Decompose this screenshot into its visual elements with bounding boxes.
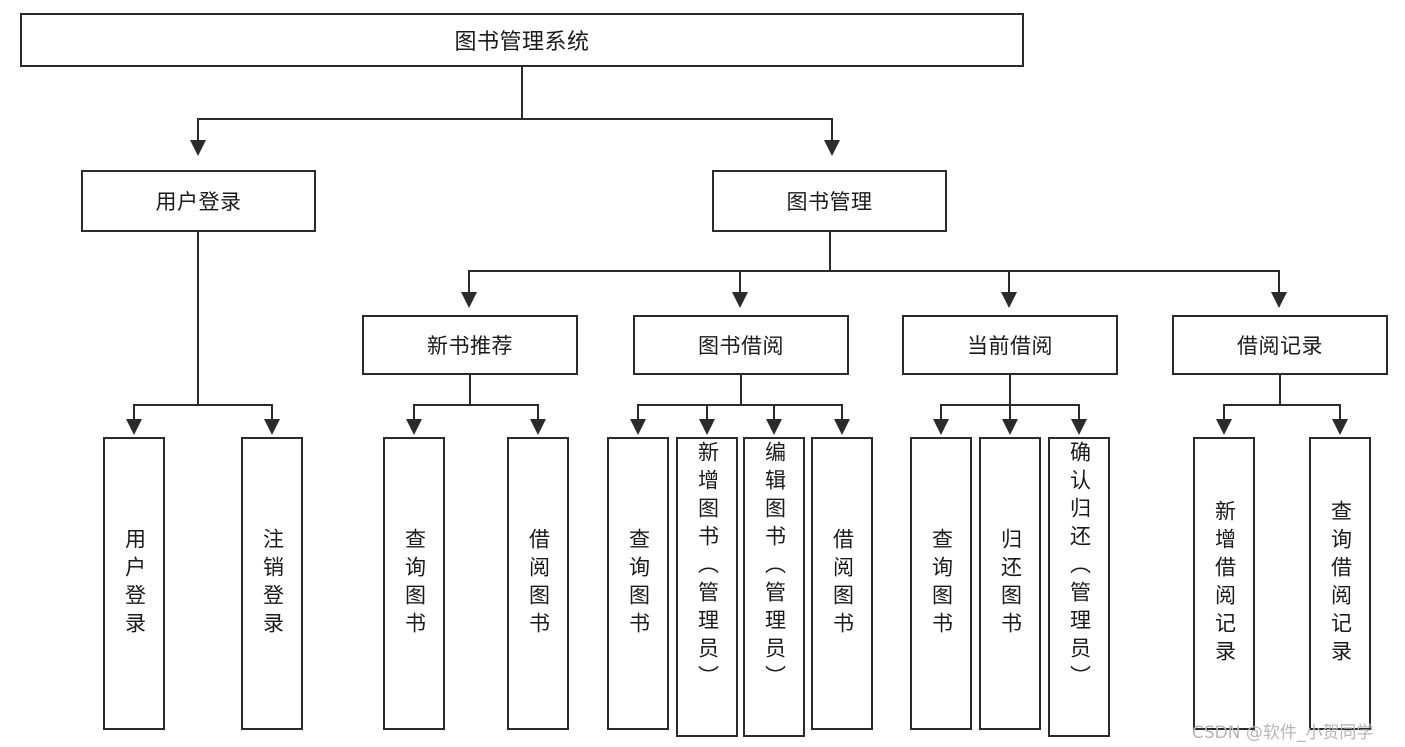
connector-currentborrow-stem — [1009, 375, 1011, 404]
node-label: 编辑图书（管理员） — [762, 441, 787, 693]
arrowhead-currentborrow-leaf-2 — [1002, 419, 1018, 435]
node-label: 确认归还（管理员） — [1067, 441, 1092, 693]
arrowhead-userlogin-leaf-1 — [126, 419, 142, 435]
node-label: 当前借阅 — [967, 334, 1053, 358]
connector-newbook-drop-1 — [413, 404, 415, 421]
connector-currentborrow-drop-1 — [940, 404, 942, 421]
node-label: 借阅记录 — [1237, 334, 1323, 358]
connector-bookmanage-drop-4 — [1278, 270, 1280, 294]
leaf-query-book-current[interactable]: 查询图书 — [910, 437, 972, 730]
arrowhead-borrowrecord-leaf-2 — [1332, 419, 1348, 435]
leaf-add-book-admin[interactable]: 新增图书（管理员） — [676, 437, 738, 737]
leaf-return-book[interactable]: 归还图书 — [979, 437, 1041, 730]
connector-root-bus — [197, 118, 833, 120]
arrowhead-currentborrow-leaf-3 — [1071, 419, 1087, 435]
connector-bookborrow-drop-2 — [706, 404, 708, 421]
node-label: 新书推荐 — [427, 334, 513, 358]
connector-borrowrecord-drop-1 — [1223, 404, 1225, 421]
connector-bookmanage-bus — [468, 270, 1280, 272]
arrowhead-newbook-leaf-1 — [406, 419, 422, 435]
node-user-login[interactable]: 用户登录 — [81, 170, 316, 232]
arrowhead-bookborrow-leaf-2 — [699, 419, 715, 435]
node-label: 归还图书 — [998, 527, 1023, 640]
arrowhead-to-book-borrow — [732, 292, 748, 308]
connector-bookmanage-stem — [829, 232, 831, 270]
connector-newbook-drop-2 — [537, 404, 539, 421]
node-label: 查询图书 — [626, 527, 651, 640]
node-current-borrow[interactable]: 当前借阅 — [902, 315, 1118, 375]
connector-userlogin-drop-2 — [271, 404, 273, 421]
leaf-user-login[interactable]: 用户登录 — [103, 437, 165, 730]
connector-borrowrecord-bus — [1223, 404, 1341, 406]
connector-userlogin-drop-1 — [133, 404, 135, 421]
node-label: 图书管理系统 — [454, 30, 590, 55]
node-label: 注销登录 — [260, 527, 285, 640]
connector-bookborrow-bus — [637, 404, 843, 406]
arrowhead-bookborrow-leaf-3 — [766, 419, 782, 435]
connector-root-drop-2 — [831, 118, 833, 142]
node-book-borrow[interactable]: 图书借阅 — [633, 315, 849, 375]
connector-bookborrow-drop-4 — [841, 404, 843, 421]
arrowhead-to-borrow-record — [1271, 292, 1287, 308]
node-label: 图书借阅 — [698, 334, 784, 358]
leaf-edit-book-admin[interactable]: 编辑图书（管理员） — [743, 437, 805, 737]
arrowhead-bookborrow-leaf-4 — [834, 419, 850, 435]
connector-bookborrow-drop-3 — [773, 404, 775, 421]
connector-userlogin-stem — [197, 232, 199, 404]
connector-root-drop-1 — [197, 118, 199, 142]
arrowhead-to-current-borrow — [1001, 292, 1017, 308]
arrowhead-borrowrecord-leaf-1 — [1216, 419, 1232, 435]
node-label: 用户登录 — [122, 527, 147, 640]
leaf-add-borrow-record[interactable]: 新增借阅记录 — [1193, 437, 1255, 730]
node-label: 图书管理 — [786, 190, 873, 214]
arrowhead-to-new-book — [461, 292, 477, 308]
connector-borrowrecord-stem — [1279, 375, 1281, 404]
connector-userlogin-bus — [133, 404, 273, 406]
connector-borrowrecord-drop-2 — [1339, 404, 1341, 421]
leaf-query-book-recommend[interactable]: 查询图书 — [383, 437, 445, 730]
node-root-system[interactable]: 图书管理系统 — [20, 13, 1024, 67]
arrowhead-to-book-manage — [824, 140, 840, 156]
arrowhead-currentborrow-leaf-1 — [933, 419, 949, 435]
csdn-watermark: CSDN @软件_小贺同学 — [1192, 723, 1374, 743]
connector-bookborrow-drop-1 — [637, 404, 639, 421]
connector-bookmanage-drop-1 — [468, 270, 470, 294]
connector-bookmanage-drop-2 — [739, 270, 741, 294]
arrowhead-userlogin-leaf-2 — [264, 419, 280, 435]
node-label: 借阅图书 — [830, 527, 855, 640]
node-label: 查询图书 — [929, 527, 954, 640]
node-borrow-record[interactable]: 借阅记录 — [1172, 315, 1388, 375]
connector-bookborrow-stem — [740, 375, 742, 404]
arrowhead-newbook-leaf-2 — [530, 419, 546, 435]
node-new-book-recommend[interactable]: 新书推荐 — [362, 315, 578, 375]
node-label: 新增图书（管理员） — [695, 441, 720, 693]
connector-bookmanage-drop-3 — [1008, 270, 1010, 294]
connector-newbook-bus — [413, 404, 539, 406]
leaf-query-book-borrow[interactable]: 查询图书 — [607, 437, 669, 730]
arrowhead-to-user-login — [190, 140, 206, 156]
leaf-confirm-return-admin[interactable]: 确认归还（管理员） — [1048, 437, 1110, 737]
leaf-borrow-book[interactable]: 借阅图书 — [811, 437, 873, 730]
connector-currentborrow-drop-3 — [1078, 404, 1080, 421]
node-label: 借阅图书 — [526, 527, 551, 640]
connector-newbook-stem — [469, 375, 471, 404]
connector-currentborrow-drop-2 — [1009, 404, 1011, 421]
leaf-query-borrow-record[interactable]: 查询借阅记录 — [1309, 437, 1371, 730]
node-label: 查询借阅记录 — [1328, 499, 1353, 668]
leaf-borrow-book-recommend[interactable]: 借阅图书 — [507, 437, 569, 730]
node-book-management[interactable]: 图书管理 — [712, 170, 947, 232]
node-label: 查询图书 — [402, 527, 427, 640]
leaf-logout[interactable]: 注销登录 — [241, 437, 303, 730]
connector-root-stem — [521, 67, 523, 118]
node-label: 新增借阅记录 — [1212, 499, 1237, 668]
node-label: 用户登录 — [155, 190, 242, 214]
arrowhead-bookborrow-leaf-1 — [630, 419, 646, 435]
